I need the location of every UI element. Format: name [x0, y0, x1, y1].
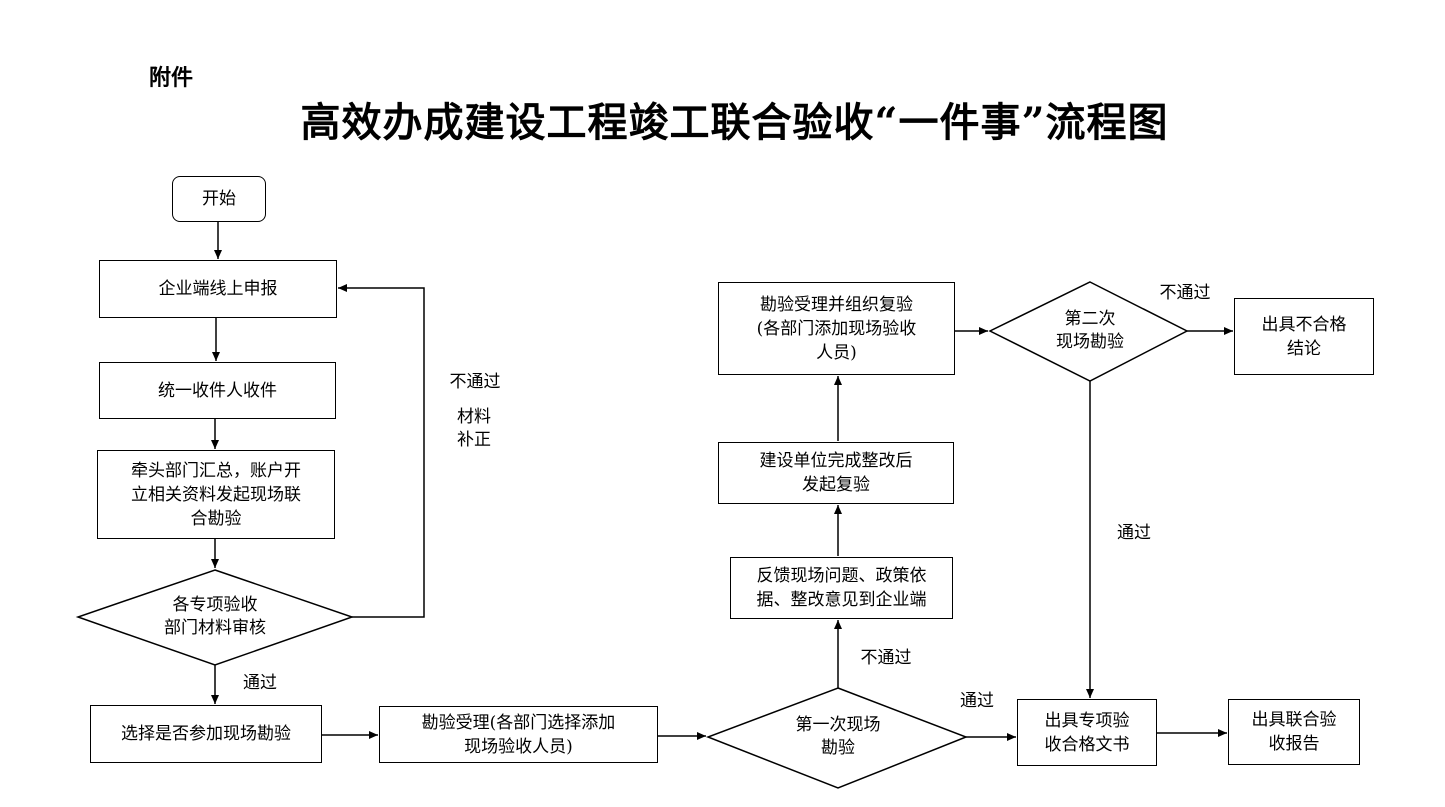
node-second-inspection-text: 第二次 现场勘验 — [1056, 309, 1124, 352]
node-reinspection-accept: 勘验受理并组织复验 (各部门添加现场验收 人员) — [718, 282, 955, 375]
node-material-review-text: 各专项验收 部门材料审核 — [164, 595, 266, 638]
node-joint-report: 出具联合验 收报告 — [1228, 699, 1360, 765]
node-fail-conclusion: 出具不合格 结论 — [1234, 298, 1374, 375]
label-pass-review: 通过 — [243, 673, 277, 693]
node-inspection-accept: 勘验受理(各部门选择添加 现场验收人员) — [379, 706, 658, 763]
node-start: 开始 — [172, 176, 266, 222]
node-lead-dept: 牵头部门汇总，账户开 立相关资料发起现场联 合勘验 — [97, 450, 335, 539]
first-inspection-diamond — [705, 687, 969, 789]
label-fail-supplement: 不通过 — [449, 372, 501, 392]
attachment-label: 附件 — [149, 66, 194, 91]
node-choose-inspection: 选择是否参加现场勘验 — [90, 705, 322, 763]
page-title: 高效办成建设工程竣工联合验收“一件事”流程图 — [0, 90, 1445, 148]
node-online-report: 企业端线上申报 — [99, 260, 337, 318]
label-fail-second: 不通过 — [1159, 283, 1211, 303]
node-feedback: 反馈现场问题、政策依 据、整改意见到企业端 — [730, 557, 953, 619]
node-first-inspection-text: 第一次现场 勘验 — [795, 715, 881, 758]
label-pass-second: 通过 — [1117, 523, 1151, 543]
page-title-text: 高效办成建设工程竣工联合验收“一件事”流程图 — [300, 99, 1169, 146]
label-fail-first: 不通过 — [860, 648, 912, 668]
label-pass-first: 通过 — [960, 691, 994, 711]
node-unified-receive: 统一收件人收件 — [99, 362, 336, 419]
node-rectify: 建设单位完成整改后 发起复验 — [718, 442, 954, 504]
arrow-review-fail-loop — [338, 284, 425, 618]
label-supplement-materials: 材料 补正 — [457, 407, 491, 450]
node-special-cert: 出具专项验 收合格文书 — [1017, 699, 1157, 766]
